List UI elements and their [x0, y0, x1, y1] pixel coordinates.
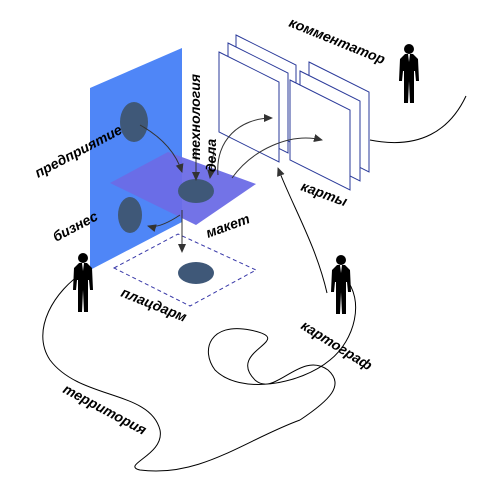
arrows	[139, 114, 323, 253]
business-ellipse	[118, 197, 142, 233]
platsdarm-plane	[112, 233, 258, 307]
map-sheets-back	[218, 34, 297, 163]
enterprise-plane	[90, 48, 182, 270]
label-territoriya: территория	[61, 381, 150, 438]
enterprise-ellipse	[120, 102, 148, 142]
label-tekhnologiya: технология	[187, 74, 203, 160]
label-platsdarm: плацдарм	[119, 284, 190, 325]
platsdarm-ellipse	[178, 262, 214, 284]
cartographer-person-icon	[331, 255, 351, 314]
map-sheets-front	[289, 61, 370, 191]
curves	[42, 95, 467, 472]
label-kommentator: комментатор	[287, 14, 388, 67]
commentator-person-icon	[399, 44, 419, 103]
label-dela: дела	[203, 139, 219, 172]
maket-ellipse	[178, 179, 214, 203]
